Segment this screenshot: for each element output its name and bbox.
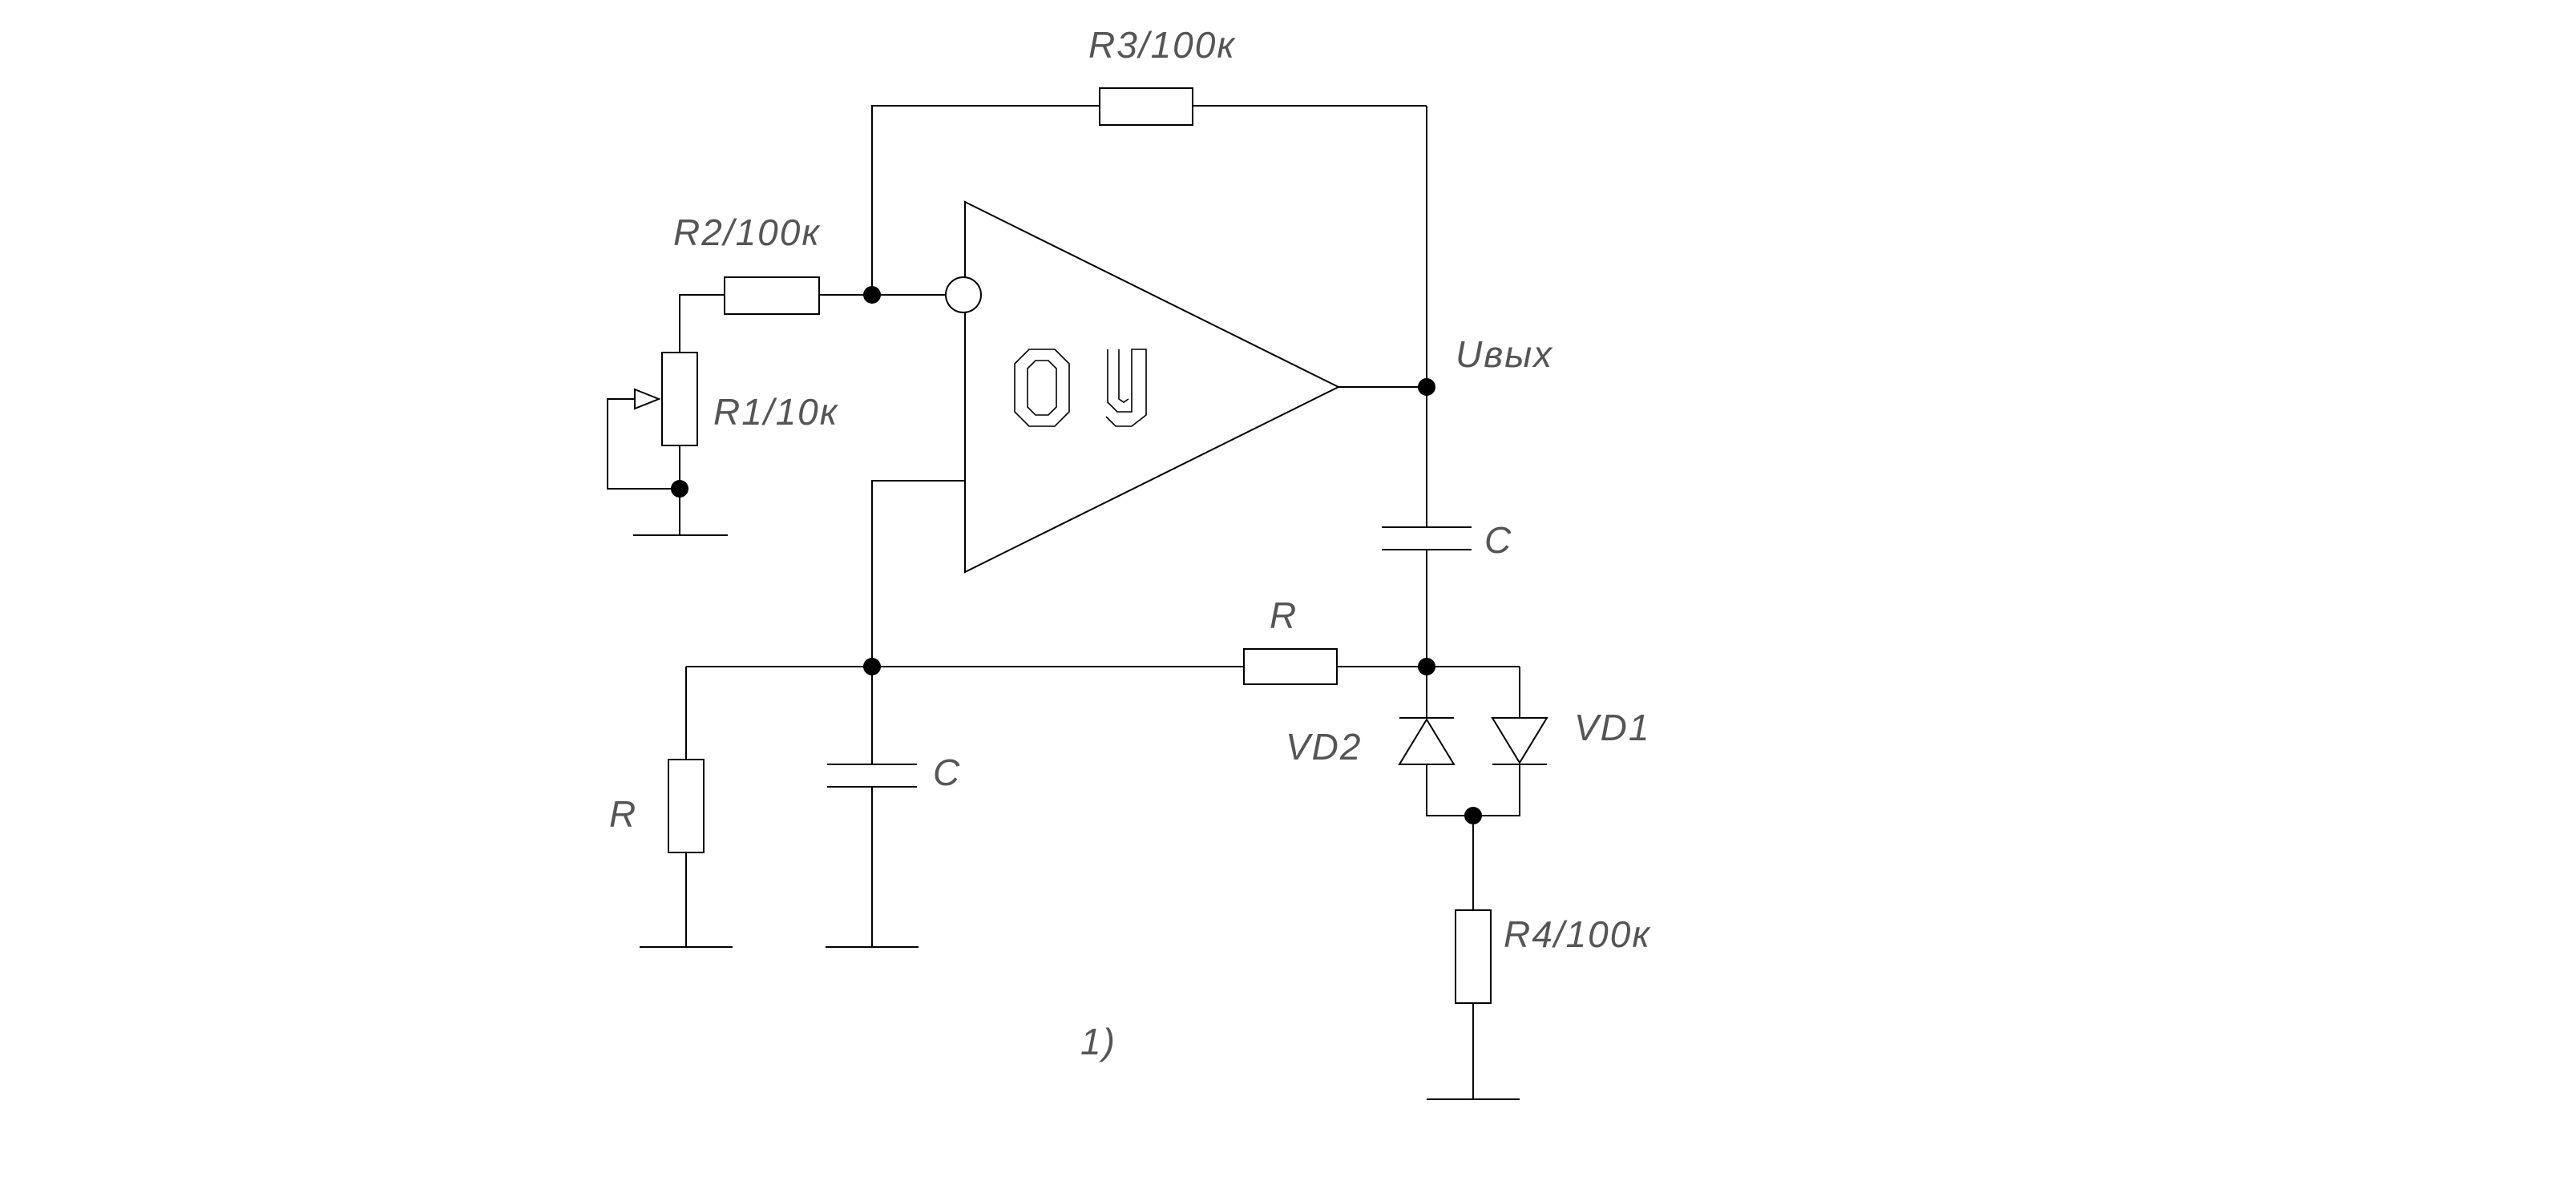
label-r1: R1/10к: [713, 391, 839, 433]
potentiometer-r1: [661, 352, 698, 446]
label-figure: 1): [1080, 1021, 1116, 1062]
potentiometer-wiper-arrow: [634, 388, 661, 410]
diode-vd1: [1491, 717, 1548, 764]
label-c-ground: C: [933, 752, 961, 793]
labels: R3/100к R2/100к R1/10к Uвых C R VD1 VD2 …: [609, 24, 1651, 1062]
junction-r1-ground: [671, 480, 688, 498]
opamp-glyph: [1014, 349, 1147, 427]
resistor-r2: [724, 276, 820, 315]
label-r2: R2/100к: [673, 212, 821, 253]
resistor-r-ground: [668, 759, 705, 853]
junction-bottom-left: [863, 658, 881, 675]
wire-wiper-loop: [607, 398, 680, 490]
label-c-out: C: [1484, 519, 1512, 561]
wire-noninv-input: [871, 480, 965, 667]
junction-bottom-right: [1418, 658, 1435, 675]
junction-output: [1418, 378, 1435, 396]
label-r-ground: R: [609, 793, 637, 835]
label-vd2: VD2: [1286, 726, 1362, 768]
resistor-r3: [1099, 87, 1193, 126]
opamp-inverting-bubble: [945, 276, 982, 313]
components: ОУ: [634, 87, 1548, 1004]
label-vd1: VD1: [1574, 707, 1650, 748]
junctions: [671, 286, 1482, 824]
label-r3: R3/100к: [1088, 24, 1236, 66]
junction-inv-input: [863, 286, 881, 304]
label-r-feedback: R: [1270, 594, 1298, 636]
resistor-r-feedback: [1243, 648, 1338, 685]
label-r4: R4/100к: [1504, 913, 1651, 955]
label-uout: Uвых: [1456, 333, 1553, 375]
resistor-r4: [1455, 909, 1492, 1004]
junction-diodes: [1464, 807, 1482, 824]
diode-vd2: [1398, 718, 1456, 765]
wire-r1-top: [679, 294, 725, 353]
wire-feedback-top: [871, 105, 1100, 295]
opamp-triangle: [964, 200, 1341, 574]
